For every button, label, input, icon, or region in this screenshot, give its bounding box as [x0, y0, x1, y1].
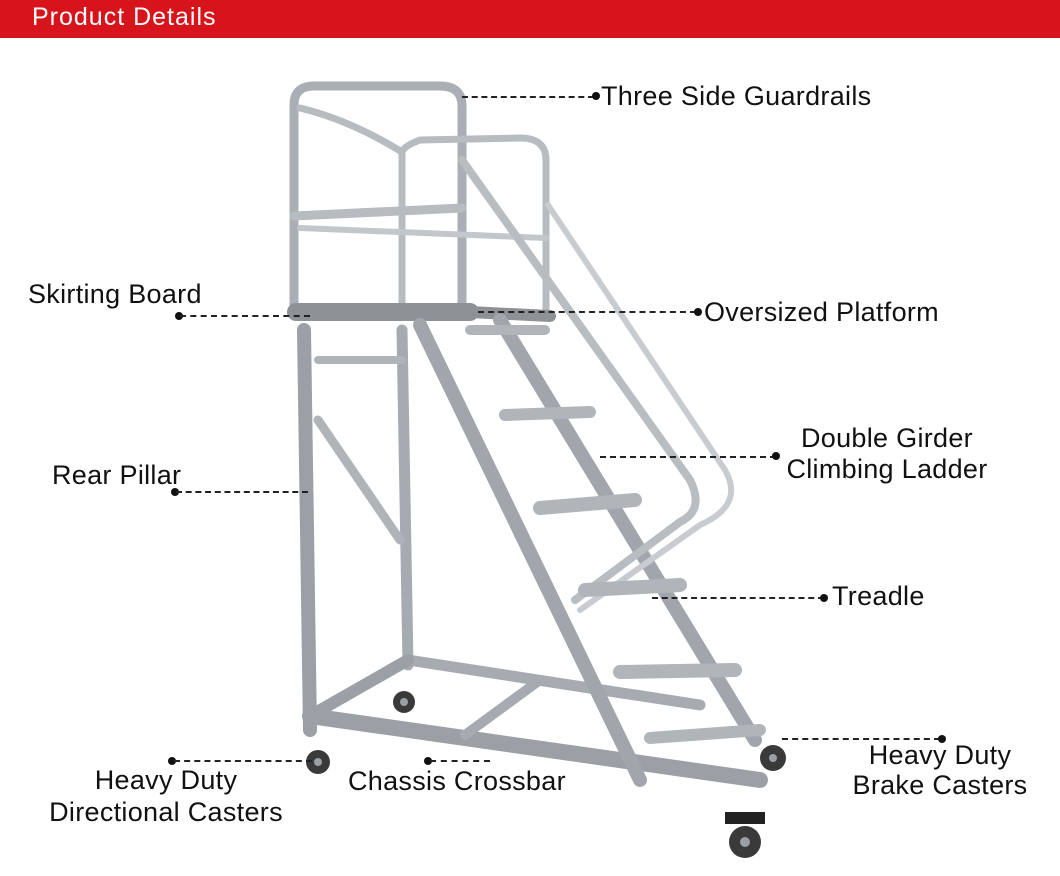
platform-label: Oversized Platform: [704, 297, 939, 327]
rear-pillar-label: Rear Pillar: [52, 460, 182, 490]
header-bar: Product Details: [0, 0, 1060, 38]
guardrails-leader-dot: [592, 92, 600, 100]
rear-pillar-leader-dot: [171, 488, 179, 496]
directional-casters-label-line-1: Heavy Duty: [94, 765, 238, 795]
girder-leader-line: [600, 456, 776, 458]
girder-label-line-2: Climbing Ladder: [786, 454, 988, 484]
brake-casters-leader-line: [782, 738, 940, 740]
crossbar-leader-line: [430, 760, 490, 762]
crossbar-label: Chassis Crossbar: [348, 766, 566, 796]
guardrails-leader-line: [462, 96, 594, 98]
treadle-label: Treadle: [832, 581, 925, 611]
guardrails-label: Three Side Guardrails: [601, 81, 872, 111]
treadle-leader-dot: [820, 594, 828, 602]
brake-casters-label-line-2: Brake Casters: [852, 770, 1028, 800]
skirting-board-label: Skirting Board: [28, 279, 202, 309]
directional-casters-leader-line: [174, 760, 312, 762]
girder-leader-dot: [772, 452, 780, 460]
brake-casters-label-line-1: Heavy Duty: [868, 740, 1012, 770]
rear-pillar-leader-line: [176, 491, 308, 493]
girder-label-line-1: Double Girder: [801, 423, 973, 453]
platform-leader-dot: [694, 308, 702, 316]
directional-casters-label-line-2: Directional Casters: [49, 797, 283, 827]
skirting-board-leader-dot: [175, 312, 183, 320]
skirting-board-leader-line: [180, 315, 310, 317]
platform-leader-line: [478, 311, 696, 313]
brake-casters-leader-dot: [938, 735, 946, 743]
crossbar-leader-dot: [424, 757, 432, 765]
header-title: Product Details: [32, 3, 217, 31]
directional-casters-leader-dot: [168, 757, 176, 765]
treadle-leader-line: [652, 597, 824, 599]
caster-wheels: [306, 691, 786, 858]
